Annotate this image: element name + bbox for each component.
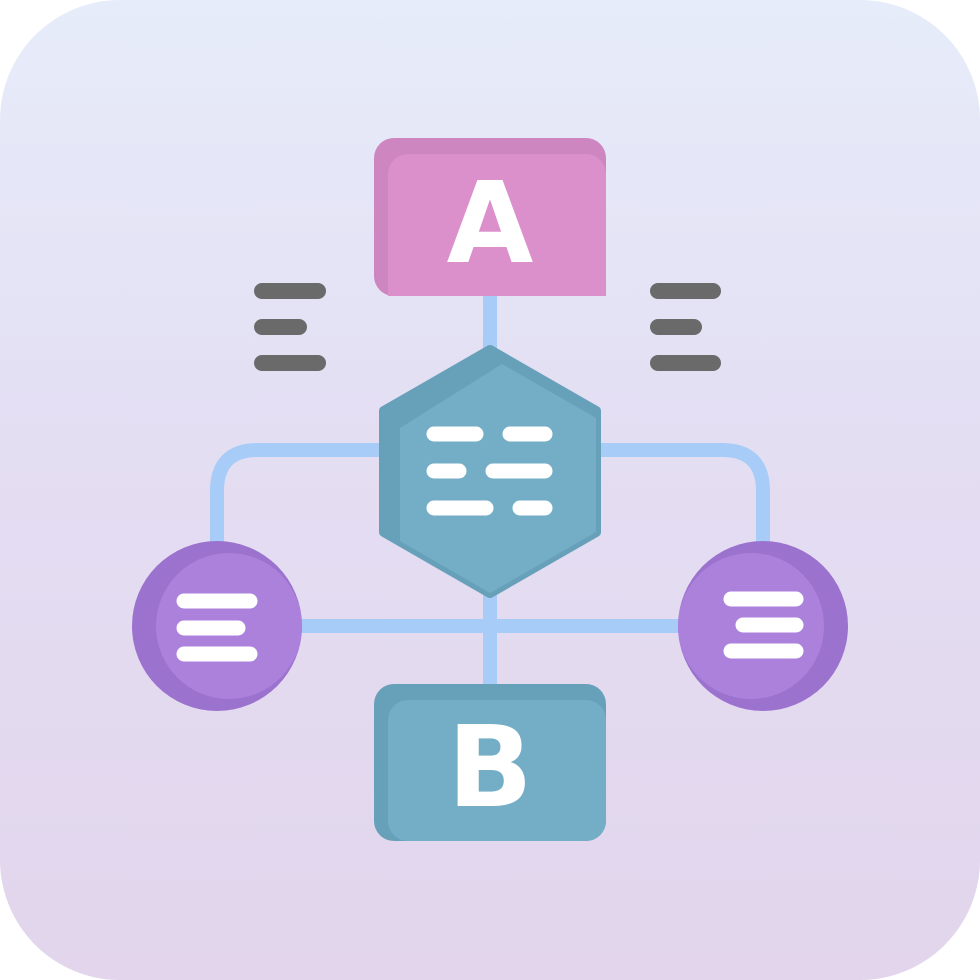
node-a-label: A: [447, 159, 534, 289]
right-side-lines-icon: [650, 283, 721, 371]
right-circle-menu-icon: [723, 591, 804, 659]
hexagon-process-node: [379, 345, 601, 598]
connector-hexagon-to-right-circle: [596, 443, 770, 552]
hexagon-text-lines-icon: [426, 426, 553, 516]
node-b-label: B: [447, 703, 532, 833]
left-circle-menu-icon: [176, 593, 258, 662]
connector-lines: [210, 296, 770, 690]
left-side-lines-icon: [254, 283, 326, 371]
node-box-a: A: [374, 138, 606, 296]
connector-hexagon-to-left-circle: [210, 443, 385, 552]
node-box-b: B: [374, 684, 606, 841]
right-circle-node: [678, 541, 848, 711]
left-circle-node: [132, 541, 302, 711]
